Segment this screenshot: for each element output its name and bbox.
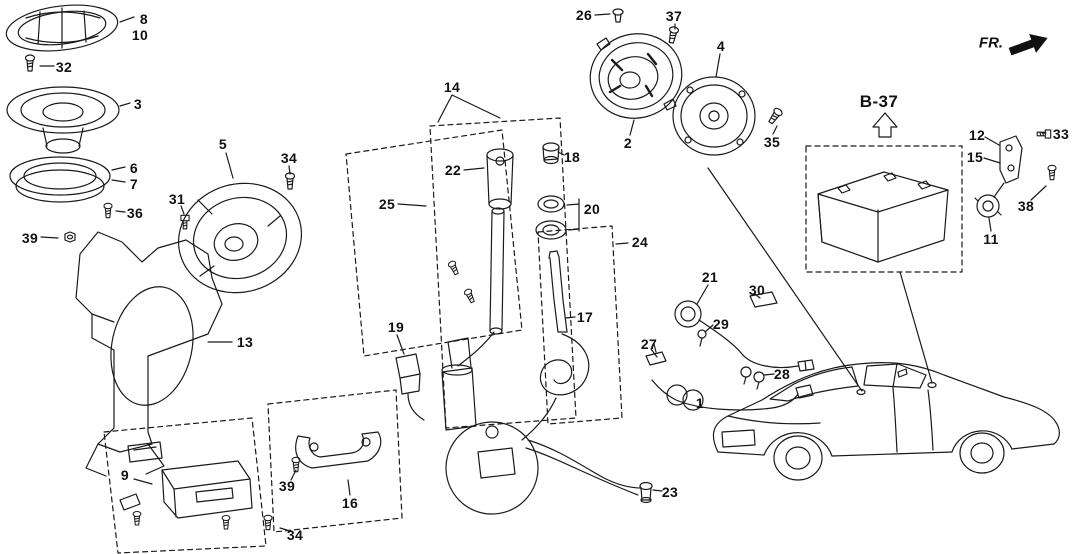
- fr-direction-label: FR.: [978, 34, 1004, 52]
- callout-33: 33: [1052, 126, 1070, 142]
- callout-20: 20: [583, 201, 601, 217]
- callout-3: 3: [133, 96, 143, 112]
- callout-38: 38: [1017, 198, 1035, 214]
- antenna-base-art: [974, 129, 1057, 218]
- callout-28: 28: [773, 366, 791, 382]
- callout-36: 36: [126, 205, 144, 221]
- callout-24: 24: [631, 234, 649, 250]
- rear-speaker-art: [589, 8, 683, 119]
- callout-2: 2: [623, 135, 633, 151]
- speaker-gasket-art: [9, 156, 111, 203]
- callout-19: 19: [387, 319, 405, 335]
- harness-art: [645, 291, 815, 411]
- nut-39-art: [64, 231, 76, 243]
- callout-39-b: 39: [278, 478, 296, 494]
- tuner-unit-art: [103, 417, 267, 554]
- leader-lines: [39, 13, 1047, 531]
- screw-34-art: [284, 172, 296, 190]
- callout-18: 18: [563, 149, 581, 165]
- screw-36-art: [103, 202, 113, 219]
- callout-7: 7: [129, 176, 139, 192]
- antenna-motor-art: [441, 331, 653, 515]
- callout-21: 21: [701, 269, 719, 285]
- door-speaker-art: [177, 182, 303, 294]
- speaker-grille-art: [5, 4, 119, 52]
- callout-17: 17: [576, 309, 594, 325]
- b37-pocket-art: [805, 112, 963, 273]
- callout-11: 11: [983, 231, 999, 247]
- callout-25: 25: [378, 196, 396, 212]
- callout-35: 35: [763, 134, 781, 150]
- callout-8: 8: [139, 11, 149, 27]
- callout-29: 29: [712, 316, 730, 332]
- callout-37: 37: [665, 8, 683, 24]
- callout-9: 9: [120, 467, 130, 483]
- callout-15: 15: [966, 149, 984, 165]
- mount-bracket-art: [75, 231, 223, 477]
- screw-32-art: [24, 54, 36, 72]
- callout-16: 16: [341, 495, 359, 511]
- speaker-ring-art: [672, 76, 785, 156]
- callout-b37: B-37: [859, 92, 899, 111]
- callout-34-b: 34: [286, 527, 304, 543]
- antenna-mast-art: [539, 250, 590, 396]
- callout-22: 22: [444, 162, 462, 178]
- callout-6: 6: [129, 160, 139, 176]
- callout-39: 39: [21, 230, 39, 246]
- callout-10: 10: [131, 27, 149, 43]
- fr-arrow-icon: [1008, 34, 1048, 56]
- callout-30: 30: [748, 282, 766, 298]
- callout-13: 13: [236, 334, 254, 350]
- callout-26: 26: [575, 7, 593, 23]
- callout-32: 32: [55, 59, 73, 75]
- callout-1: 1: [695, 395, 705, 411]
- front-speaker-art: [6, 86, 120, 154]
- car-outline-art: [712, 362, 1060, 481]
- antenna-assembly-art: [345, 117, 623, 429]
- callout-34: 34: [280, 150, 298, 166]
- callout-31: 31: [168, 191, 186, 207]
- callout-12: 12: [968, 127, 986, 143]
- callout-14: 14: [443, 79, 461, 95]
- antenna-bracket-art: [263, 389, 403, 533]
- callout-27: 27: [640, 336, 658, 352]
- callout-5: 5: [218, 136, 228, 152]
- callout-4: 4: [716, 38, 726, 54]
- callout-23: 23: [661, 484, 679, 500]
- antenna-connector-art: [395, 353, 425, 421]
